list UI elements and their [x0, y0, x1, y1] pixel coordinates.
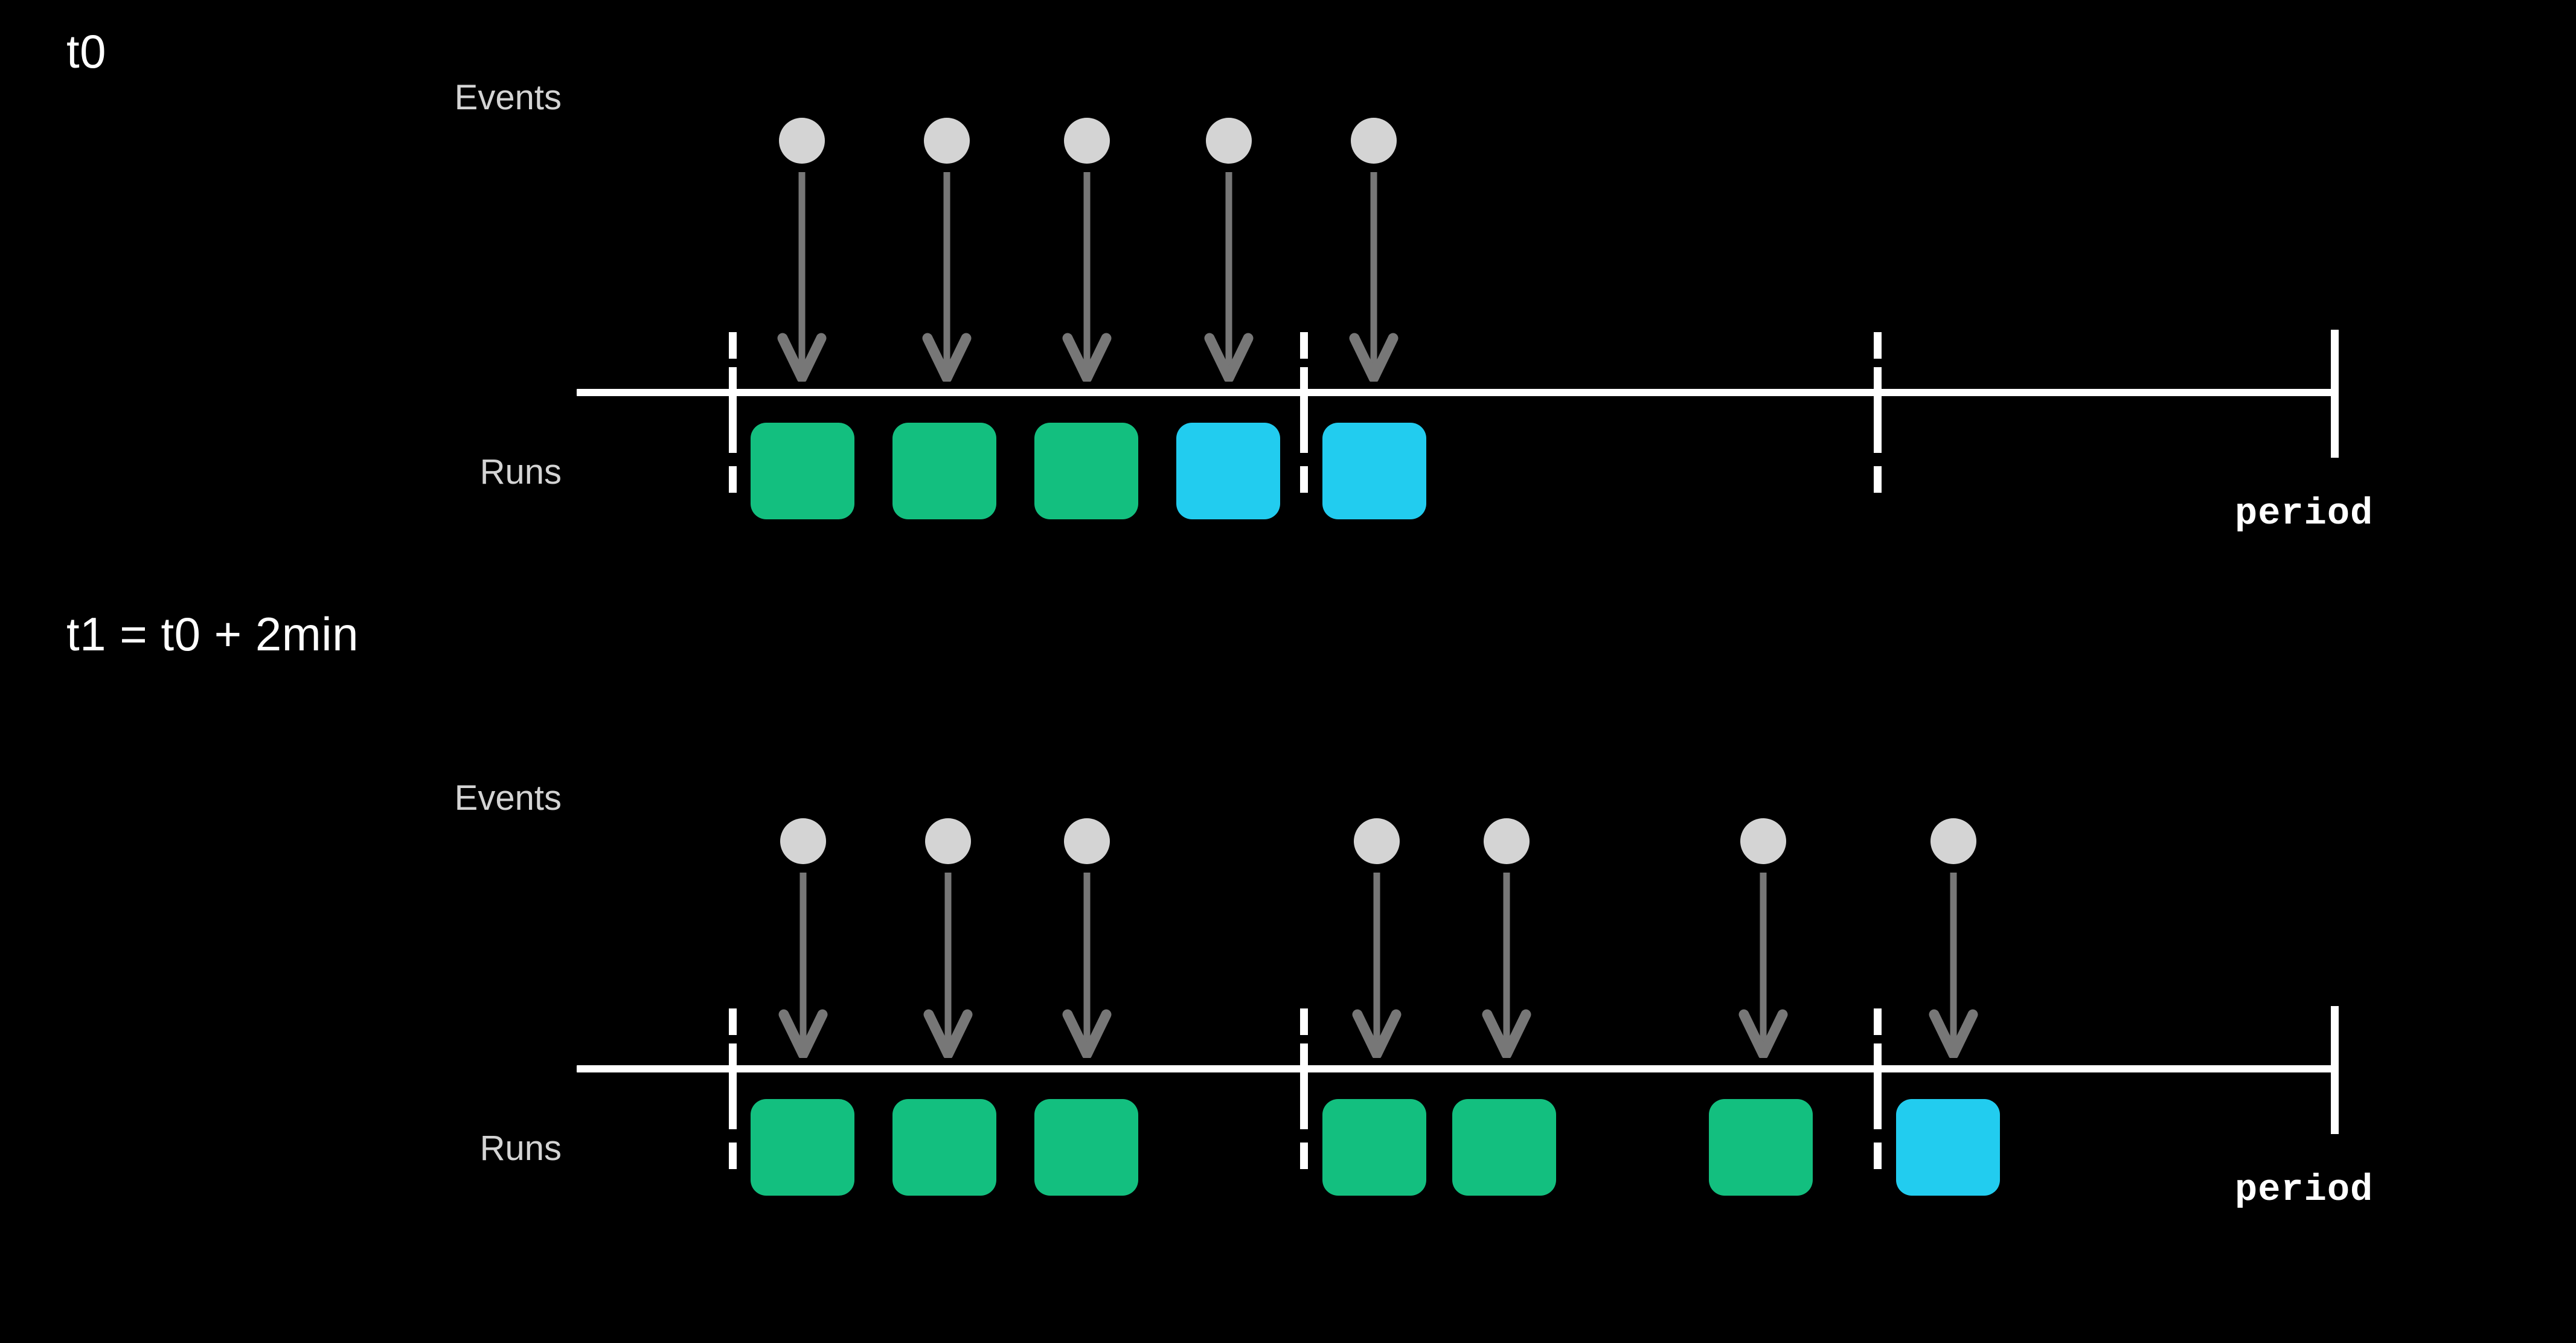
period-boundary-t1-1: [1300, 1008, 1308, 1035]
event-arrow-icon: [1062, 172, 1112, 382]
event-arrow-icon: [1482, 873, 1531, 1058]
period-boundary-t0-1: [1300, 332, 1308, 359]
period-boundary-t0-2: [1874, 332, 1882, 359]
period-boundary-t1-2: [1874, 1008, 1882, 1035]
event-arrow-icon: [778, 873, 828, 1058]
runs-row-label-t0: Runs: [479, 452, 562, 492]
event-dot: [925, 818, 971, 864]
run-box[interactable]: [1322, 1099, 1426, 1196]
period-boundary-t0-0: [729, 332, 737, 359]
run-box[interactable]: [1322, 423, 1426, 519]
event-dot: [780, 818, 826, 864]
period-boundary-t1-1: [1300, 1076, 1308, 1129]
period-boundary-t0-0: [729, 400, 737, 453]
event-arrow-icon: [777, 172, 827, 382]
event-arrow-icon: [1062, 873, 1112, 1058]
run-box[interactable]: [1034, 1099, 1138, 1196]
period-boundary-t0-2: [1874, 466, 1882, 493]
runs-row-label-t1: Runs: [479, 1129, 562, 1168]
period-boundary-t1-0: [729, 1143, 737, 1169]
event-dot: [1206, 118, 1252, 164]
event-arrow-icon: [1929, 873, 1978, 1058]
period-boundary-t1-0: [729, 1008, 737, 1035]
event-dot: [1064, 118, 1110, 164]
period-boundary-t1-0: [729, 1076, 737, 1129]
event-dot: [1484, 818, 1530, 864]
phase-title-t0: t0: [66, 25, 107, 78]
timeline-axis-t1: [577, 1065, 2334, 1072]
period-label-t1: period: [2235, 1168, 2374, 1211]
event-dot: [924, 118, 970, 164]
event-dot: [1351, 118, 1397, 164]
run-box[interactable]: [1034, 423, 1138, 519]
period-label-t0: period: [2235, 492, 2374, 535]
event-dot: [1930, 818, 1976, 864]
run-box[interactable]: [1452, 1099, 1556, 1196]
run-box[interactable]: [751, 1099, 854, 1196]
events-row-label-t0: Events: [454, 78, 562, 117]
event-arrow-icon: [1352, 873, 1402, 1058]
event-dot: [1064, 818, 1110, 864]
timeline-axis-t0: [577, 389, 2334, 396]
period-boundary-t0-0: [729, 466, 737, 493]
period-boundary-t1-2: [1874, 1143, 1882, 1169]
phase-title-t1: t1 = t0 + 2min: [66, 607, 359, 661]
event-arrow-icon: [923, 873, 973, 1058]
run-box[interactable]: [1709, 1099, 1813, 1196]
run-box[interactable]: [892, 1099, 996, 1196]
event-dot: [1740, 818, 1786, 864]
event-arrow-icon: [922, 172, 972, 382]
timeline-end-tick-t1: [2331, 1006, 2339, 1134]
run-box[interactable]: [751, 423, 854, 519]
run-box[interactable]: [1176, 423, 1280, 519]
event-arrow-icon: [1738, 873, 1788, 1058]
event-dot: [1354, 818, 1400, 864]
run-box[interactable]: [892, 423, 996, 519]
events-row-label-t1: Events: [454, 778, 562, 818]
timeline-end-tick-t0: [2331, 330, 2339, 458]
event-dot: [779, 118, 825, 164]
period-boundary-t0-1: [1300, 466, 1308, 493]
event-arrow-icon: [1204, 172, 1254, 382]
period-boundary-t1-2: [1874, 1076, 1882, 1129]
period-boundary-t1-1: [1300, 1143, 1308, 1169]
period-boundary-t0-2: [1874, 400, 1882, 453]
run-box[interactable]: [1896, 1099, 2000, 1196]
period-boundary-t0-1: [1300, 400, 1308, 453]
event-arrow-icon: [1349, 172, 1399, 382]
